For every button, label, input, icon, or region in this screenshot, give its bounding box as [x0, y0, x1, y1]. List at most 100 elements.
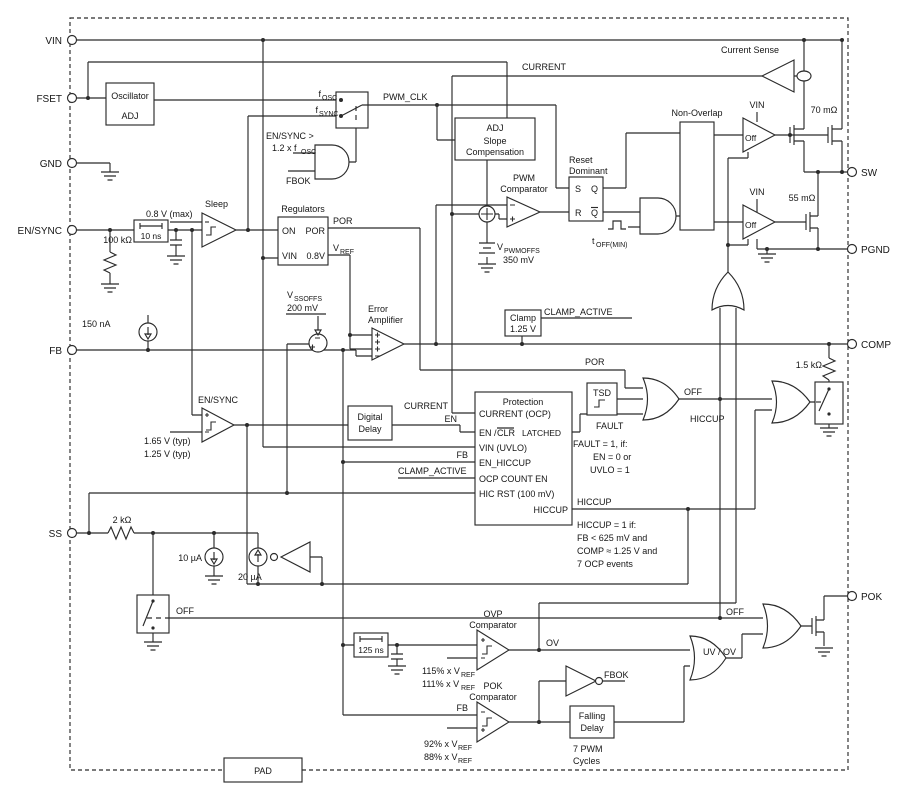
vssoffs-label: V	[287, 290, 293, 300]
hiccup-note-3: COMP ≈ 1.25 V and	[577, 546, 657, 556]
vref-net-label: V	[333, 243, 339, 253]
latch-s: S	[575, 184, 581, 194]
hs-rdson: 70 mΩ	[811, 105, 838, 115]
pwm-latch: Reset Dominant S Q R Q	[568, 155, 608, 222]
regulators-por: POR	[305, 226, 325, 236]
fbok-inverter: FBOK	[565, 665, 629, 697]
current-sense-element	[796, 70, 812, 82]
slope-adj: ADJ	[486, 123, 503, 133]
fault-note-2: EN = 0 or	[593, 452, 631, 462]
off-net-a: OFF	[684, 387, 702, 397]
ls-driver: VIN Off 55 mΩ	[742, 187, 816, 240]
fsync-label: f	[315, 105, 318, 115]
i20ua-label: 20 µA	[238, 572, 262, 582]
clock-mux: f OSC f SYNC PWM_CLK	[315, 89, 428, 129]
and-gate-sync	[314, 144, 350, 180]
pad-block: PAD	[223, 757, 303, 783]
pin-label-ss: SS	[49, 529, 63, 540]
protection-row5: OCP COUNT EN	[479, 474, 548, 484]
por-net-label: POR	[333, 216, 353, 226]
en-net-label: EN	[444, 414, 457, 424]
ovp-th2-sub: REF	[461, 685, 475, 692]
oscillator-title: Oscillator	[111, 91, 149, 101]
ovp-th1-sub: REF	[461, 672, 475, 679]
ea-line1: Error	[368, 304, 388, 314]
uvov-net-label: UV / OV	[703, 647, 736, 657]
vpwmoffs-sub: PWMOFFS	[504, 248, 540, 255]
fault-logic: TSD POR FAULT OFF HICCUP	[585, 357, 811, 431]
pwm-comp-line1: PWM	[513, 173, 535, 183]
pin-label-ensync: EN/SYNC	[18, 226, 62, 237]
hiccup-note-1: HICCUP = 1 if:	[577, 520, 636, 530]
protection-row6: HIC RST (100 mV)	[479, 489, 554, 499]
ovp-th2: 111% x V	[422, 679, 459, 689]
hiccup-note-4: 7 OCP events	[577, 559, 633, 569]
regulators-title: Regulators	[281, 204, 325, 214]
pin-ensync	[66, 224, 78, 236]
latch-title2: Dominant	[569, 166, 608, 176]
off-net-c: OFF	[726, 607, 744, 617]
oscillator-block: Oscillator ADJ	[105, 82, 155, 126]
toff-label: t	[592, 236, 595, 246]
ensync-th1: 1.65 V (typ)	[144, 436, 191, 446]
oscillator-adj: ADJ	[121, 111, 138, 121]
and-gate-toff	[639, 197, 677, 235]
wires-top	[77, 39, 842, 448]
off-or-gate-drivers	[711, 271, 745, 311]
resistor-1k5	[821, 357, 837, 381]
nonoverlap-block: Non-Overlap	[671, 108, 723, 231]
hiccup-net-out: HICCUP	[577, 497, 612, 507]
pin-comp	[846, 338, 858, 350]
protection-row2b: CLR	[497, 428, 516, 438]
current-net-prot: CURRENT	[404, 401, 449, 411]
wires-center	[404, 132, 847, 584]
protection-latched: LATCHED	[522, 428, 561, 438]
fault-note-3: UVLO = 1	[590, 465, 630, 475]
protection-row1: CURRENT (OCP)	[479, 409, 551, 419]
vref-net-sub: REF	[340, 249, 354, 256]
pin-pok	[846, 590, 858, 602]
latch-q: Q	[591, 184, 598, 194]
slope-comp-block: ADJ Slope Compensation CURRENT	[454, 62, 567, 161]
latch-qb: Q	[591, 208, 598, 218]
pin-label-comp: COMP	[861, 340, 891, 351]
sync-cond-1: EN/SYNC >	[266, 131, 314, 141]
pin-label-pok: POK	[861, 592, 882, 603]
hiccup-note-2: FB < 625 mV and	[577, 533, 647, 543]
pad-label: PAD	[254, 766, 272, 776]
i150na-label: 150 nA	[82, 319, 111, 329]
current-sense-title: Current Sense	[721, 45, 779, 55]
pins: VIN FSET GND EN/SYNC FB SS SW PGND COMP …	[18, 34, 891, 603]
clamp-active-prot: CLAMP_ACTIVE	[398, 466, 467, 476]
slope-line1: Slope	[483, 136, 506, 146]
clamp-line1: Clamp	[510, 313, 536, 323]
wires-left	[77, 115, 763, 716]
pok-th1-sub: REF	[458, 745, 472, 752]
ss-inverter	[279, 541, 311, 573]
protection-row2a: EN /	[479, 428, 497, 438]
wires	[77, 39, 847, 729]
pin-label-vin: VIN	[45, 36, 62, 47]
hs-off-label: Off	[745, 133, 757, 143]
ovp-line2: Comparator	[469, 620, 517, 630]
pwm-clk-label: PWM_CLK	[383, 92, 428, 102]
vssoffs-sub: SSOFFS	[294, 296, 322, 303]
fbok-bubble	[594, 676, 604, 686]
slope-line2: Compensation	[466, 147, 524, 157]
regulators-08v: 0.8V	[306, 251, 325, 261]
hiccup-net-label: HICCUP	[690, 414, 725, 424]
deglitch-125ns: 125 ns	[358, 645, 384, 655]
pin-label-pgnd: PGND	[861, 245, 890, 256]
pok-th1: 92% x V	[424, 739, 458, 749]
protection-block: Protection CURRENT (OCP) EN / CLR LATCHE…	[398, 391, 612, 526]
ss-inverter-bubble	[269, 552, 279, 562]
pok-or-gate	[762, 603, 802, 649]
fault-net-label: FAULT	[596, 421, 624, 431]
vssoffs-value: 200 mV	[287, 303, 318, 313]
falling-delay-note2: Cycles	[573, 756, 601, 766]
comp-clamp-switch: 1.5 kΩ	[796, 357, 844, 425]
falling-delay-note1: 7 PWM	[573, 744, 603, 754]
clamp-active-net: CLAMP_ACTIVE	[544, 307, 613, 317]
vpwmoffs-battery	[479, 242, 495, 254]
